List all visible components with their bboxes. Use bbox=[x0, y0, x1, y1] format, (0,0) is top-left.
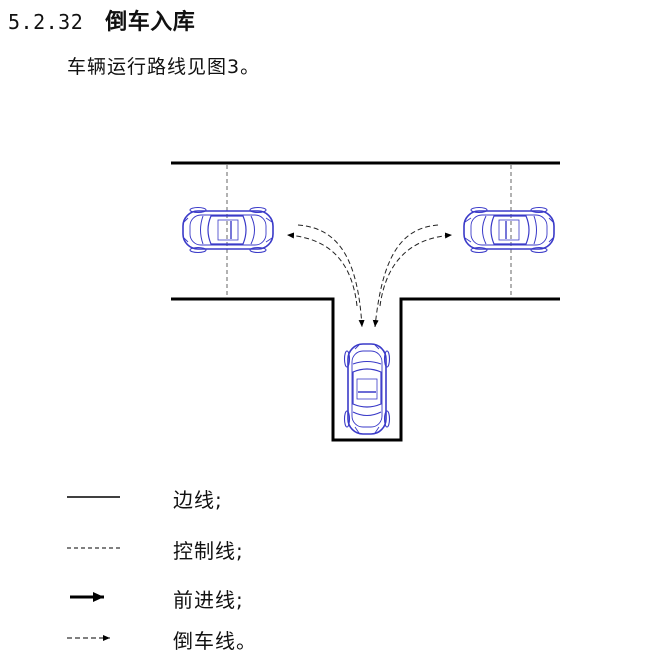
reverse-line-left-outer bbox=[297, 224, 365, 328]
edge-lines bbox=[171, 161, 560, 442]
car-left-icon bbox=[182, 206, 274, 254]
car-garage-icon bbox=[343, 343, 391, 435]
legend-label-forward: 前进线; bbox=[173, 588, 244, 612]
control-lines bbox=[226, 165, 512, 297]
forward-lines bbox=[286, 232, 453, 307]
intro-text: 车辆运行路线见图3。 bbox=[67, 56, 261, 78]
section-heading: 5.2.32 倒车入库 bbox=[8, 4, 195, 36]
section-number: 5.2.32 bbox=[8, 10, 84, 34]
legend-label-reverse: 倒车线。 bbox=[173, 629, 257, 653]
section-title: 倒车入库 bbox=[105, 10, 196, 35]
reverse-line-right-outer bbox=[372, 224, 439, 328]
forward-line-right-inner bbox=[379, 232, 453, 307]
legend-label-edge: 边线; bbox=[173, 488, 223, 512]
reverse-lines bbox=[297, 224, 439, 328]
road-bottom-edge-with-garage bbox=[171, 297, 560, 442]
forward-line-left-inner bbox=[286, 232, 358, 307]
legend-symbols bbox=[67, 496, 120, 641]
legend-label-control: 控制线; bbox=[173, 539, 244, 563]
car-right-icon bbox=[463, 206, 555, 254]
